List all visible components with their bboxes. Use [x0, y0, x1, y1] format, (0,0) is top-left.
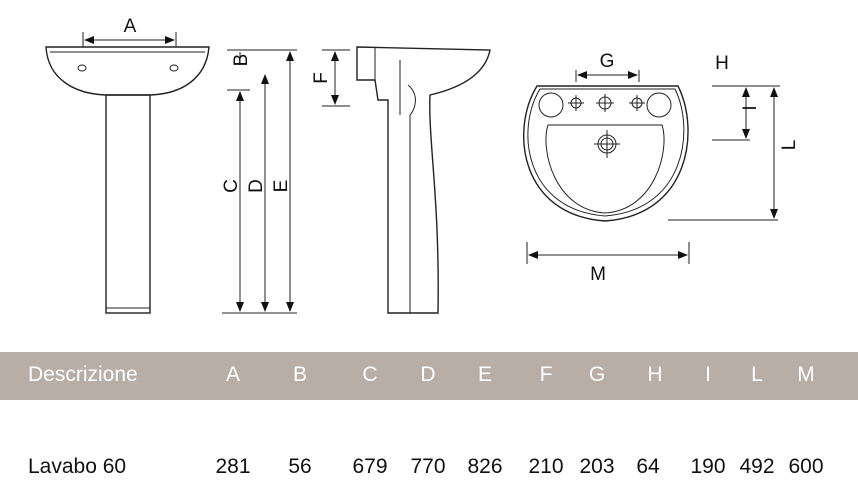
cell-i: 190 [690, 455, 726, 478]
cell-b: 56 [288, 455, 312, 478]
cell-e: 826 [467, 455, 503, 478]
header-b: B [292, 363, 308, 386]
label-l: L [779, 140, 800, 151]
label-b: B [231, 54, 252, 67]
header-d: D [420, 363, 436, 386]
header-i: I [705, 363, 711, 386]
label-a: A [124, 16, 137, 37]
label-g: G [600, 51, 615, 72]
washbasin-technical-drawing: A B C D E F [45, 16, 800, 314]
cell-l: 492 [739, 455, 775, 478]
tap-hole-icons [568, 94, 645, 158]
label-d: D [246, 179, 267, 193]
cell-g: 203 [579, 455, 615, 478]
label-m: M [590, 264, 606, 285]
label-i: I [740, 105, 761, 110]
front-view: A B C D E [45, 16, 297, 314]
header-e: E [477, 363, 493, 386]
header-g: G [588, 363, 606, 386]
header-c: C [362, 363, 378, 386]
label-e: E [271, 180, 292, 193]
top-view: G H I L M [523, 51, 800, 285]
header-m: M [797, 363, 815, 386]
header-descrizione: Descrizione [28, 363, 138, 386]
table-header-band [0, 352, 858, 400]
label-c: C [221, 179, 242, 193]
header-a: A [225, 363, 241, 386]
label-h: H [715, 53, 729, 74]
label-f: F [311, 72, 332, 84]
cell-a: 281 [215, 455, 251, 478]
cell-descrizione: Lavabo 60 [28, 455, 127, 478]
side-view: F [311, 46, 491, 314]
cell-f: 210 [528, 455, 564, 478]
cell-d: 770 [410, 455, 446, 478]
header-f: F [539, 363, 553, 386]
header-h: H [647, 363, 663, 386]
cell-c: 679 [352, 455, 388, 478]
header-l: L [751, 363, 763, 386]
cell-m: 600 [788, 455, 824, 478]
cell-h: 64 [636, 455, 660, 478]
